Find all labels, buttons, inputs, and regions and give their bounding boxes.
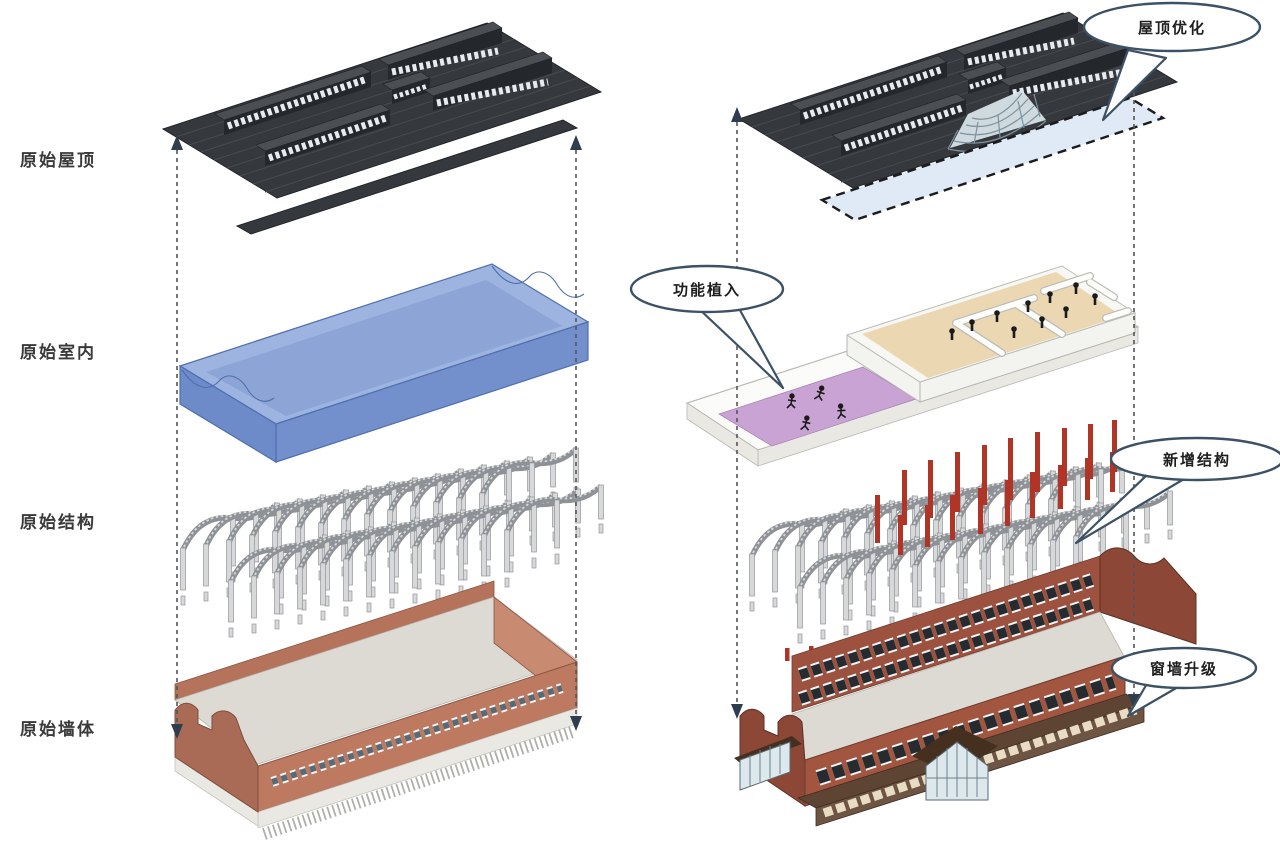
left-original-walls-model <box>174 580 578 840</box>
callout-bubble <box>1082 1 1262 53</box>
callout-function-implant: 功能植入 <box>629 264 785 390</box>
row-label-original-roof: 原始屋顶 <box>20 151 96 170</box>
callout-window-wall-upgrade: 窗墙升级 <box>1110 646 1258 718</box>
callout-label: 窗墙升级 <box>1150 660 1218 678</box>
callout-label: 屋顶优化 <box>1138 19 1206 37</box>
callout-bubble <box>629 264 785 314</box>
left-original-roof-model <box>163 22 601 235</box>
row-label-original-structure: 原始结构 <box>20 513 96 532</box>
callout-tail <box>1101 48 1168 122</box>
left-original-interior-model <box>178 263 590 464</box>
right-function-plan-model <box>685 265 1140 467</box>
callout-label: 功能植入 <box>673 281 741 299</box>
roof-optimization-plane <box>819 96 1166 222</box>
guide-lines <box>176 92 1135 724</box>
row-label-original-walls: 原始墙体 <box>20 720 96 739</box>
right-optimized-roof-model <box>739 12 1177 222</box>
callout-roof-optimization: 屋顶优化 <box>1082 1 1262 122</box>
callout-new-structure: 新增结构 <box>1074 436 1280 545</box>
callout-bubble <box>1110 646 1258 690</box>
row-label-original-interior: 原始室内 <box>20 343 96 362</box>
side-glass-leanto <box>734 736 802 791</box>
entry-glass-gable <box>912 726 998 801</box>
callout-bubble <box>1109 436 1280 482</box>
rooms-floor <box>862 272 1122 378</box>
left-original-structure-model <box>181 448 604 637</box>
callout-tail <box>696 301 785 390</box>
interior-walls <box>952 272 1132 357</box>
callout-label: 新增结构 <box>1163 451 1231 469</box>
